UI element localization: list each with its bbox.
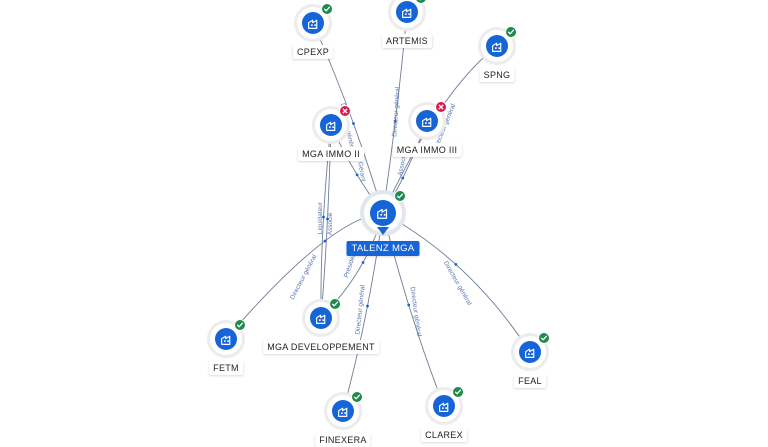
- company-node-circle[interactable]: [305, 298, 341, 334]
- edge-arrow: [322, 215, 325, 219]
- company-building-icon: [433, 395, 455, 417]
- company-node-circle[interactable]: [315, 105, 351, 141]
- company-node-label[interactable]: FEAL: [514, 374, 546, 388]
- company-node-label[interactable]: FINEXERA: [315, 433, 371, 447]
- edge-arrow: [454, 263, 458, 266]
- cross-status-icon: [435, 101, 447, 113]
- edge-arrow: [393, 119, 397, 123]
- company-node-label[interactable]: ARTEMIS: [382, 34, 432, 48]
- company-node-label[interactable]: TALENZ MGA: [346, 241, 420, 256]
- edge-feal: [382, 212, 531, 353]
- cross-status-icon: [339, 105, 351, 117]
- edge-label: Directeur général: [442, 260, 473, 307]
- company-node-circle[interactable]: [210, 319, 246, 355]
- edge-arrow: [323, 239, 327, 243]
- edge-label: Associé: [397, 152, 409, 176]
- edge-finexera: [342, 212, 384, 412]
- edge-label: Directeur général: [391, 86, 401, 137]
- company-node-circle[interactable]: [428, 386, 464, 422]
- company-node-label[interactable]: MGA IMMO III: [392, 143, 462, 157]
- edge-label: Directeur général: [289, 253, 319, 301]
- check-status-icon: [321, 3, 333, 15]
- check-status-icon: [505, 26, 517, 38]
- company-building-icon: [310, 307, 332, 329]
- check-status-icon: [329, 298, 341, 310]
- edge-label: Liquidateur: [317, 201, 324, 234]
- company-node-label[interactable]: MGA DEVELOPPEMENT: [263, 340, 379, 354]
- company-node-circle[interactable]: [297, 3, 333, 39]
- company-node-circle[interactable]: [327, 391, 363, 427]
- company-node-circle[interactable]: [411, 101, 447, 137]
- edge-arrow: [326, 217, 329, 221]
- company-building-icon: [332, 400, 354, 422]
- company-building-icon: [302, 12, 324, 34]
- company-building-icon: [519, 341, 541, 363]
- company-building-icon: [396, 1, 418, 23]
- edge-clarex: [382, 212, 445, 407]
- edge-label: Directeur général: [354, 284, 366, 335]
- edge-arrow: [361, 261, 365, 264]
- company-node-label[interactable]: SPNG: [479, 68, 515, 82]
- map-pin-pointer: [377, 227, 389, 235]
- edge-arrow: [407, 303, 411, 307]
- company-node-circle[interactable]: [514, 332, 550, 368]
- company-building-icon: [486, 35, 508, 57]
- edge-arrow: [401, 176, 405, 180]
- company-node-circle[interactable]: [481, 26, 517, 62]
- edge-arrow: [352, 122, 355, 125]
- check-status-icon: [351, 391, 363, 403]
- edge-arrow: [355, 173, 359, 177]
- check-status-icon: [394, 190, 406, 202]
- edge-label: Associé: [327, 212, 334, 235]
- company-building-icon: [416, 110, 438, 132]
- company-node-label[interactable]: MGA IMMO II: [298, 147, 364, 161]
- company-node-label[interactable]: CLAREX: [421, 428, 467, 442]
- edge-label: Gérant: [356, 161, 366, 182]
- company-node-circle[interactable]: [391, 0, 427, 28]
- edge-arrow: [366, 304, 369, 308]
- company-building-icon: [215, 328, 237, 350]
- check-status-icon: [538, 332, 550, 344]
- company-building-icon: [370, 200, 396, 226]
- check-status-icon: [234, 319, 246, 331]
- company-building-icon: [320, 114, 342, 136]
- company-node-label[interactable]: CPEXP: [292, 45, 334, 59]
- check-status-icon: [452, 386, 464, 398]
- company-node-circle[interactable]: [364, 190, 406, 232]
- company-node-label[interactable]: FETM: [209, 361, 243, 375]
